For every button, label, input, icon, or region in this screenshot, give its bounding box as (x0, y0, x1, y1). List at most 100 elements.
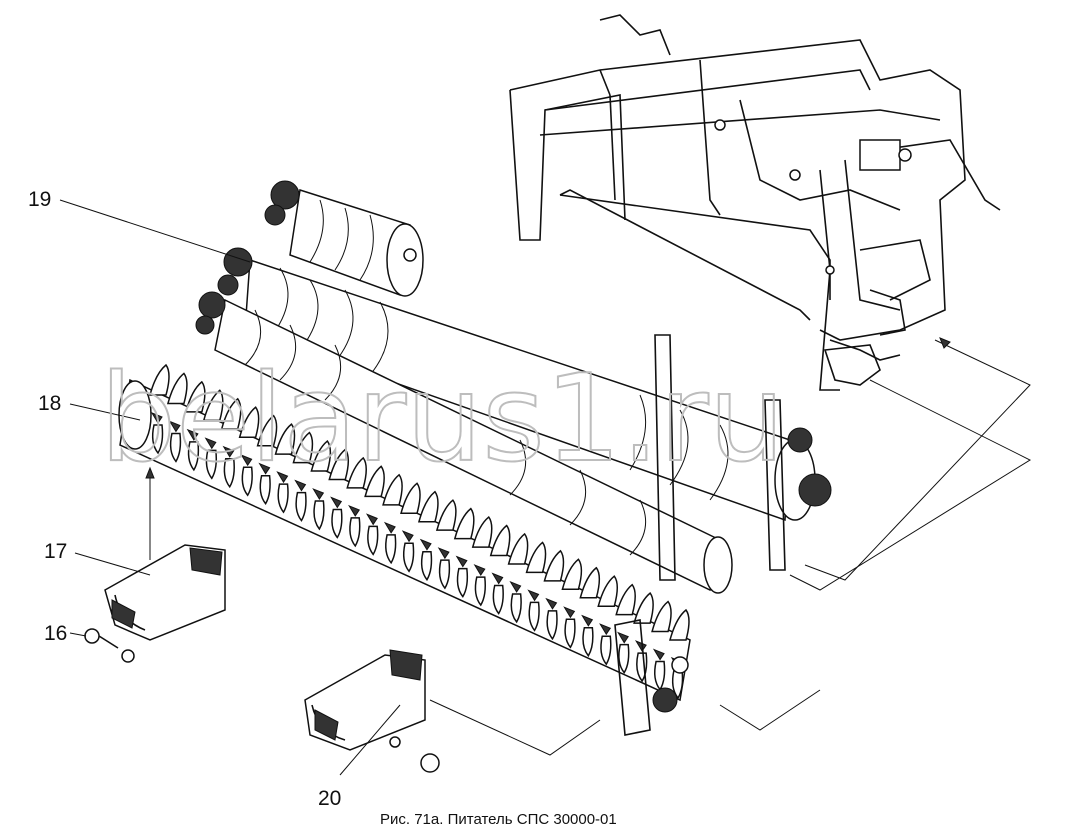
callout-20: 20 (318, 787, 341, 810)
auger-slot (383, 521, 396, 534)
upper-roller-assembly (195, 180, 832, 594)
auger-tooth (256, 414, 278, 447)
auger-tooth (310, 439, 332, 472)
auger-tooth (151, 424, 164, 455)
auger-tooth (187, 441, 200, 472)
auger-slot (330, 496, 343, 509)
auger-tooth (166, 372, 188, 405)
auger-tooth (582, 627, 594, 658)
auger-slot (634, 640, 647, 653)
auger-tooth (417, 490, 439, 523)
auger-tooth (671, 669, 684, 700)
auger-tooth (438, 559, 451, 590)
auger-tooth (313, 500, 325, 531)
auger-slot (276, 471, 289, 484)
callout-18: 18 (38, 392, 61, 415)
figure-caption: Рис. 71а. Питатель СПС 30000-01 (380, 811, 617, 828)
auger-tooth (292, 431, 314, 464)
auger-tooth (149, 363, 170, 396)
auger-tooth (277, 483, 289, 514)
auger-tooth (492, 584, 504, 615)
auger-tooth (205, 449, 218, 480)
auger-tooth (241, 466, 253, 497)
auger-slot (258, 462, 271, 475)
auger-tooth (561, 558, 583, 591)
auger-tooth (184, 380, 206, 413)
auger-slot (617, 631, 629, 644)
auger-tooth (385, 534, 397, 565)
auger-slot (527, 589, 540, 602)
auger-tooth (220, 397, 242, 430)
auger-tooth (651, 600, 672, 633)
auger-tooth (528, 601, 540, 632)
auger-tooth (510, 593, 522, 624)
auger-tooth (169, 432, 182, 463)
auger-tooth (525, 541, 547, 574)
auger-tooth (489, 524, 511, 557)
auger-slot (437, 547, 450, 560)
auger-tooth (543, 549, 565, 582)
auger-tooth (453, 507, 475, 540)
auger-tooth (456, 567, 469, 598)
auger-tooth (564, 618, 576, 649)
auger-slot (204, 437, 217, 450)
auger-tooth (328, 448, 350, 481)
auger-slot (455, 555, 468, 568)
auger-slot (563, 606, 576, 619)
auger-tooth (202, 389, 224, 422)
auger-slot (168, 420, 181, 433)
auger-tooth (471, 515, 493, 548)
auger-tooth (259, 474, 271, 506)
callout-16: 16 (44, 622, 67, 645)
bolt-16 (84, 628, 135, 663)
auger-slot (509, 580, 522, 593)
auger-tooth (382, 473, 403, 506)
callout-17: 17 (44, 540, 67, 563)
auger-tooth (597, 575, 619, 607)
auger-slot (652, 648, 665, 661)
auger-tooth (238, 406, 260, 438)
toothed-auger (118, 363, 691, 736)
auger-slot (545, 597, 558, 610)
auger-tooth (349, 517, 361, 548)
auger-tooth (295, 491, 307, 522)
auger-slot (581, 614, 594, 627)
auger-tooth (223, 458, 235, 489)
auger-tooth (435, 499, 457, 531)
auger-tooth (402, 542, 415, 573)
auger-slot (312, 488, 325, 500)
auger-tooth (274, 423, 296, 455)
callout-leaders (59, 199, 401, 776)
auger-slot (240, 454, 253, 467)
cover-20 (304, 649, 440, 773)
auger-slot (348, 504, 360, 517)
auger-tooth (331, 508, 343, 539)
auger-slot (294, 479, 307, 492)
auger-tooth (618, 643, 630, 674)
assembly-lines (145, 337, 1032, 756)
auger-tooth (507, 532, 529, 565)
auger-tooth (400, 482, 421, 515)
auger-slot (419, 538, 432, 551)
auger-tooth (600, 635, 612, 666)
auger-tooth (364, 465, 385, 498)
feeder-frame (509, 14, 1001, 391)
auger-slot (365, 513, 378, 526)
auger-tooth (633, 592, 654, 624)
auger-tooth (367, 525, 379, 556)
auger-slot (599, 623, 612, 636)
auger-slot (491, 572, 504, 585)
auger-tooth (346, 456, 367, 489)
auger-tooth (579, 566, 601, 599)
auger-tooth (615, 583, 636, 616)
cover-17 (104, 480, 226, 641)
auger-tooth (546, 610, 558, 641)
auger-tooth (420, 550, 433, 582)
auger-slot (186, 428, 199, 441)
auger-slot (222, 445, 235, 458)
auger-slot (150, 411, 163, 424)
auger-tooth (669, 608, 690, 641)
auger-slot (473, 564, 486, 577)
auger-tooth (474, 576, 487, 607)
